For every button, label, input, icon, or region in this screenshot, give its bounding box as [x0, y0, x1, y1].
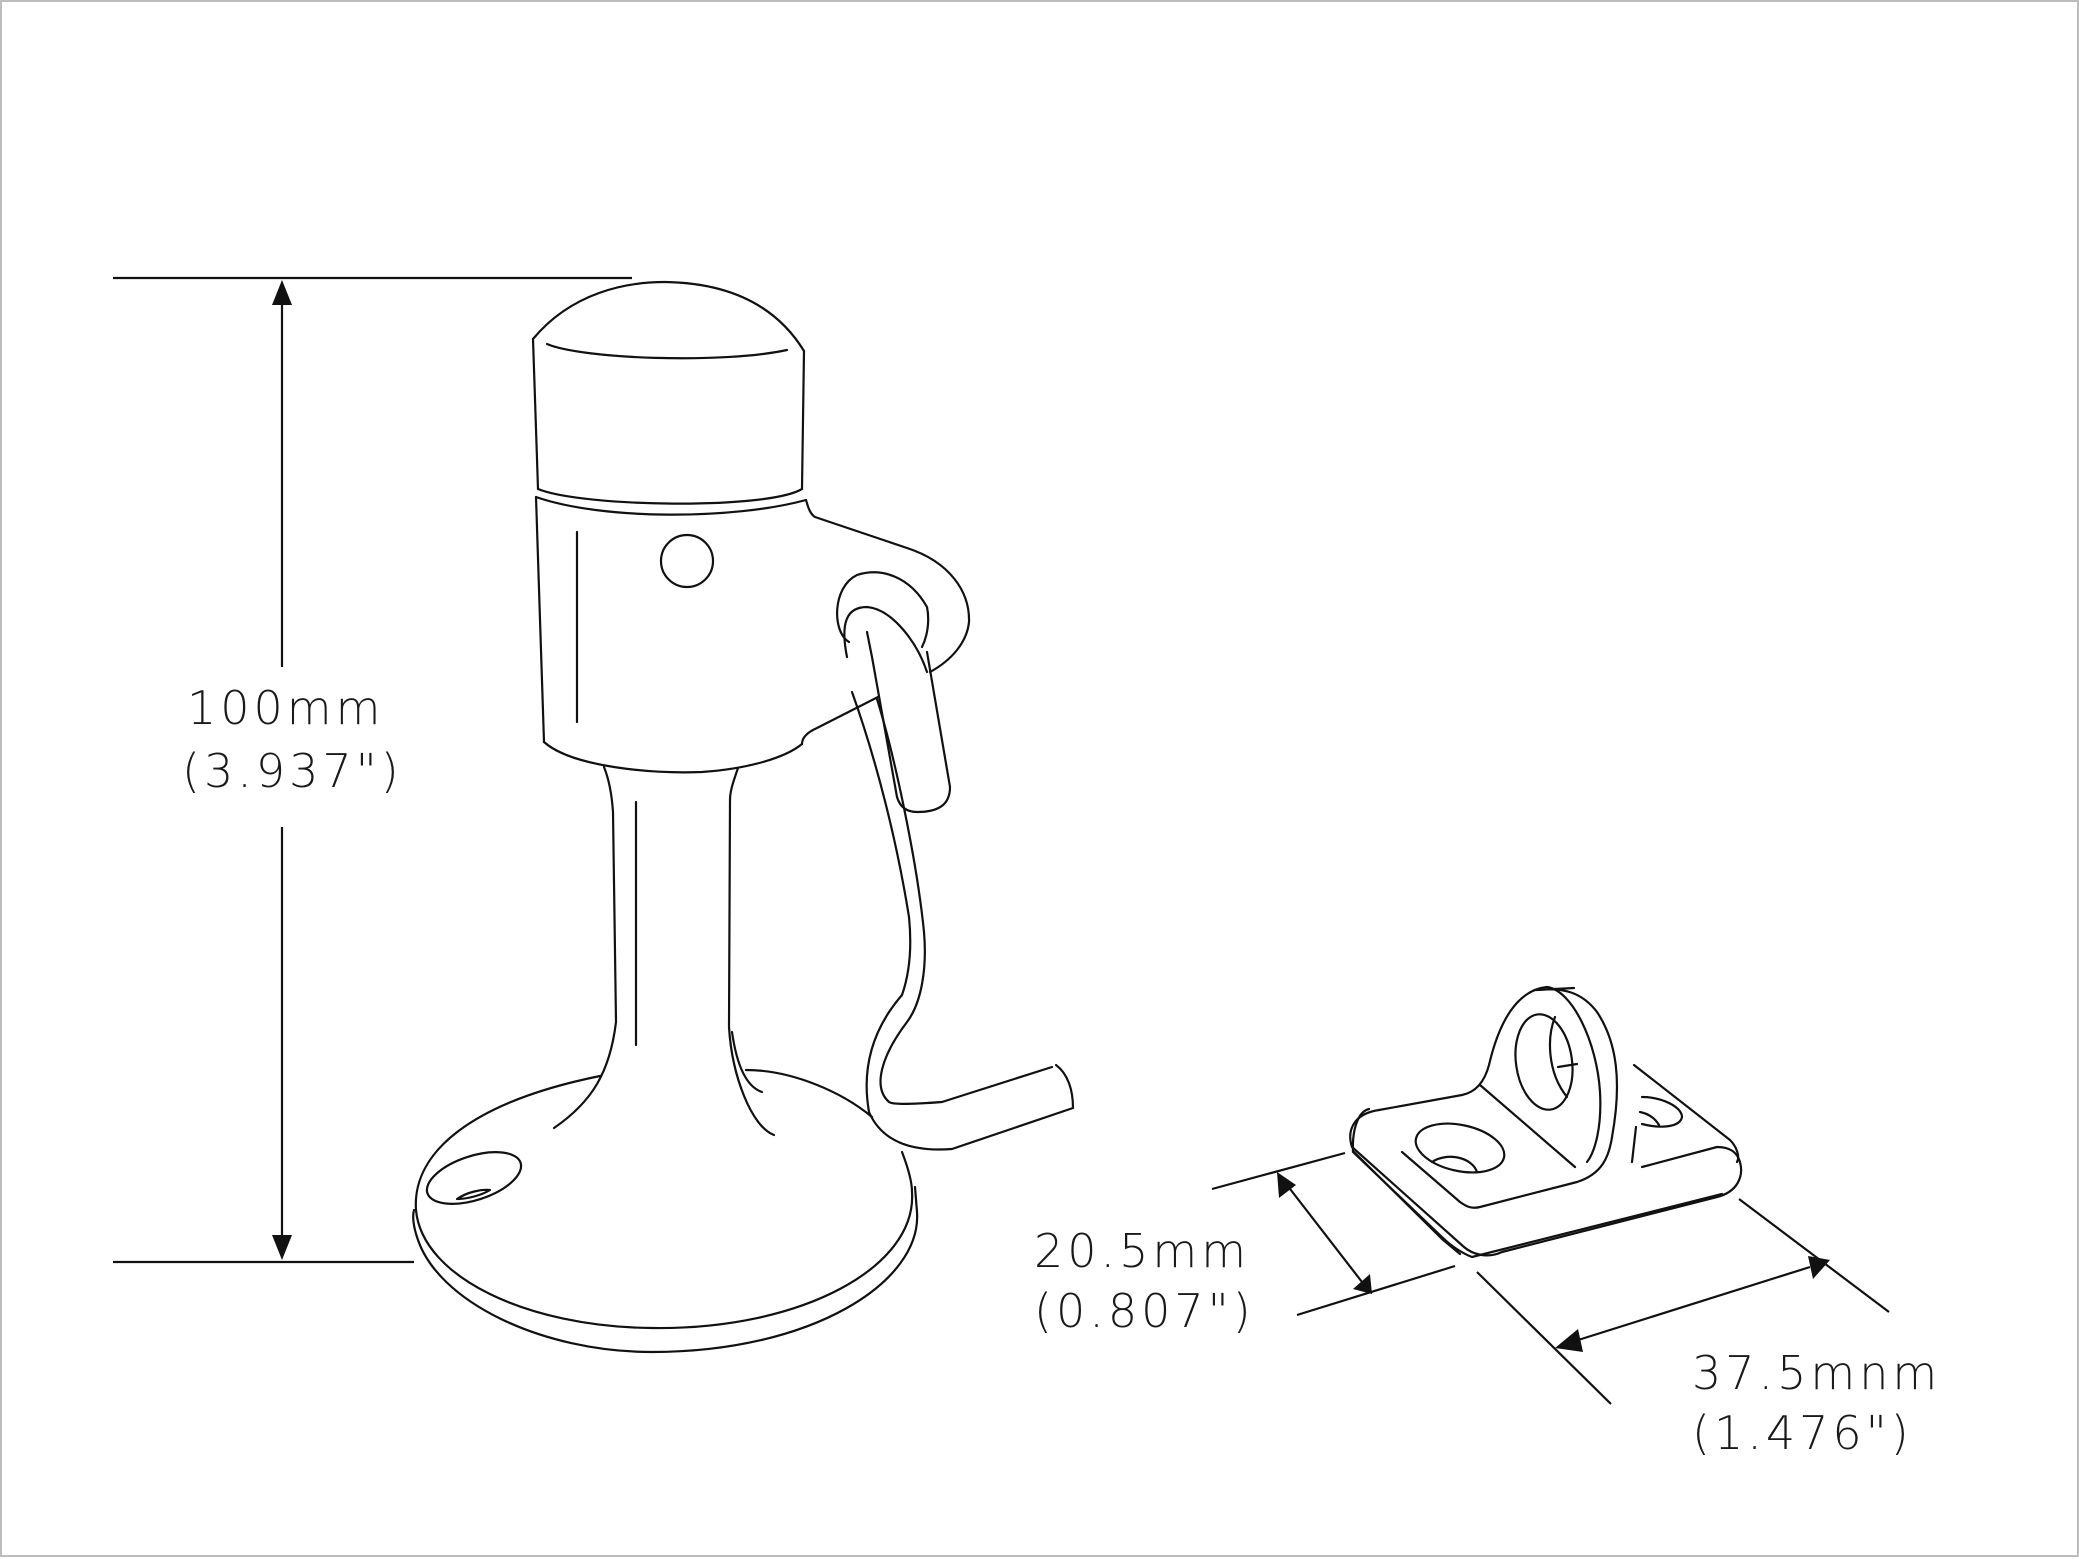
width-extension-line-top: [1211, 1151, 1346, 1191]
stopper-base-back: [744, 1068, 874, 1119]
length-metric-label: 37.5mnm: [1692, 1346, 1941, 1400]
length-imperial-label: (1.476"): [1692, 1406, 1913, 1460]
height-arrow-down: [272, 1235, 292, 1260]
stopper-base-screw-hole: [425, 1151, 523, 1205]
stopper-stem-right-flare: [730, 1030, 764, 1094]
bracket-eye-hole-inner: [1548, 1015, 1569, 1099]
stopper-cap-right-side: [800, 349, 806, 491]
bracket-plate-front-edge: [1352, 1150, 1462, 1256]
length-extension-line-left: [1476, 1271, 1612, 1405]
width-arrow-bottom: [1353, 1274, 1372, 1294]
bracket-plate-edge: [1351, 1107, 1724, 1259]
hook-wire-tip: [1054, 1063, 1075, 1110]
stopper-collar-step: [800, 695, 880, 746]
hook-eye-inner: [843, 605, 929, 674]
bracket-plate-outline: [1349, 1108, 1743, 1257]
hook-grip-left: [865, 630, 952, 814]
stopper-cap-left-side: [531, 337, 540, 491]
bracket-eye-inner-line: [1556, 1062, 1579, 1069]
stopper-cap-inner-rim: [545, 342, 789, 360]
width-dimension: 20.5mm (0.807"): [1034, 1151, 1456, 1338]
hook-wire-outer: [875, 697, 1054, 1105]
width-arrow-top: [1277, 1172, 1296, 1198]
stopper-base-top: [414, 1074, 914, 1330]
hook-eye-outer: [836, 571, 930, 649]
bracket-eye-top: [1533, 986, 1576, 992]
bracket-screw-hole-right-inner: [1638, 1110, 1661, 1127]
stopper-stem-right: [727, 766, 776, 1137]
stopper-cap-bottom-band: [536, 487, 804, 505]
stopper-pin-hole: [659, 533, 715, 589]
stopper-cap-dome: [531, 280, 806, 353]
bracket-eye-back: [1545, 985, 1602, 1164]
width-extension-line-bottom: [1296, 1264, 1456, 1317]
hook-bracket-illustration: [1349, 985, 1743, 1259]
bracket-screw-hole-left: [1414, 1122, 1506, 1174]
height-dimension: 100mm (3.937"): [113, 276, 632, 1264]
bracket-eye-outer: [1400, 988, 1619, 1209]
bracket-screw-hole-right: [1640, 1095, 1684, 1128]
stopper-collar-right: [804, 498, 971, 674]
stopper-collar-top: [534, 495, 808, 516]
bracket-plate-groove: [1478, 1083, 1577, 1169]
width-imperial-label: (0.807"): [1034, 1284, 1255, 1338]
stopper-collar-left-side: [534, 495, 546, 744]
height-imperial-label: (3.937"): [182, 744, 403, 798]
length-extension-line-right: [1738, 1198, 1890, 1313]
bracket-eye-hole: [1514, 1013, 1574, 1111]
stopper-collar-bottom: [542, 740, 804, 774]
hook-wire-inner: [850, 690, 1075, 1151]
bracket-eye-left-profile: [1377, 985, 1549, 1112]
length-dimension: 37.5mnm (1.476"): [1476, 1198, 1941, 1460]
door-stopper-illustration: [412, 280, 1075, 1354]
bracket-right-plate-edge: [1630, 1125, 1638, 1164]
stopper-base-screw-hole-inner: [455, 1188, 492, 1201]
length-arrow-left: [1555, 1329, 1583, 1352]
stopper-base-rim: [412, 1185, 919, 1354]
stopper-stem-left: [552, 765, 618, 1130]
height-metric-label: 100mm: [187, 681, 384, 735]
bracket-right-edge: [1632, 1063, 1740, 1164]
bracket-screw-hole-left-inner: [1430, 1155, 1479, 1174]
width-dimension-line: [1286, 1184, 1363, 1283]
width-metric-label: 20.5mm: [1034, 1224, 1250, 1278]
length-dimension-line: [1574, 1265, 1811, 1343]
length-arrow-right: [1808, 1256, 1830, 1279]
height-arrow-up: [272, 280, 292, 305]
